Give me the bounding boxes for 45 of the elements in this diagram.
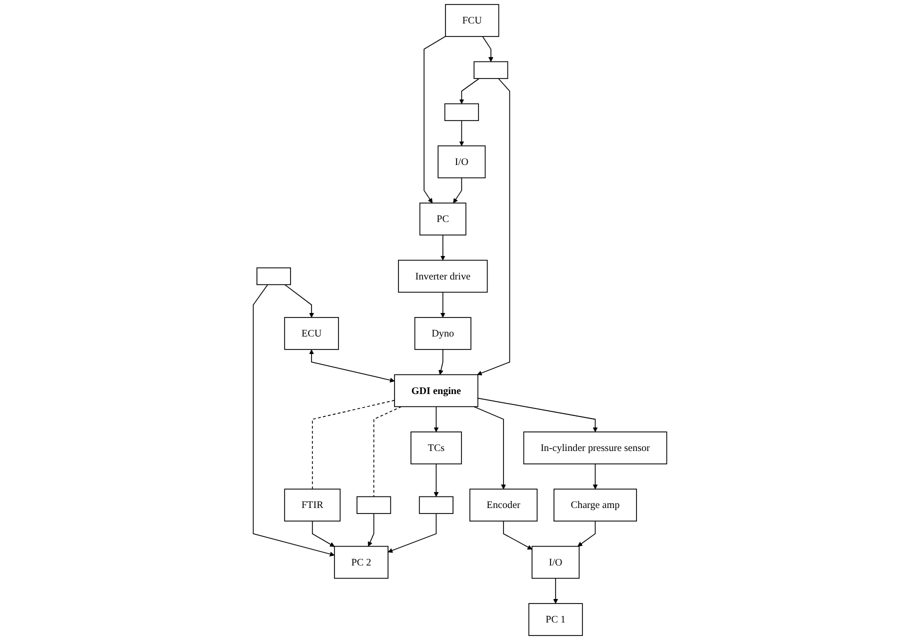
node-box: ECU [284,317,339,350]
arrow [592,463,598,490]
arrow [477,398,598,432]
node-box: Inverter drive [398,260,488,293]
arrow [434,406,439,432]
node-box: I/O [438,145,486,178]
arrow [482,36,494,62]
node-box [418,496,454,514]
node-box: TCs [410,431,462,464]
arrow [440,292,446,318]
node-box: PC 1 [528,603,583,636]
arrow [473,406,506,490]
arrow [252,284,335,556]
node-box [444,103,479,122]
arrow [477,78,510,376]
arrow [312,520,335,547]
node-box: Dyno [414,317,472,350]
node-box: In-cylinder pressure sensor [523,431,668,464]
node-box [256,267,291,286]
node-box [474,61,508,79]
node-box: PC [419,202,466,236]
arrow [503,520,532,550]
arrow [459,120,464,146]
arrow [368,513,374,547]
arrow [453,177,462,204]
arrow [309,349,395,383]
node-box: FCU [445,4,500,37]
arrow [388,513,437,553]
arrow [578,520,596,547]
arrow [438,349,444,375]
node-box: Encoder [469,488,538,522]
node-box: Charge amp [554,488,637,522]
arrow [440,234,446,260]
arrow [553,578,558,604]
arrow [459,78,480,104]
arrow [424,36,446,204]
node-box: GDI engine [394,374,478,408]
node-box: PC 2 [334,546,388,579]
arrow [284,284,314,318]
connector [373,406,402,498]
node-box: I/O [532,546,580,579]
arrow [434,463,439,497]
connector [312,400,395,490]
node-box: FTIR [284,488,341,522]
node-box [356,496,392,514]
